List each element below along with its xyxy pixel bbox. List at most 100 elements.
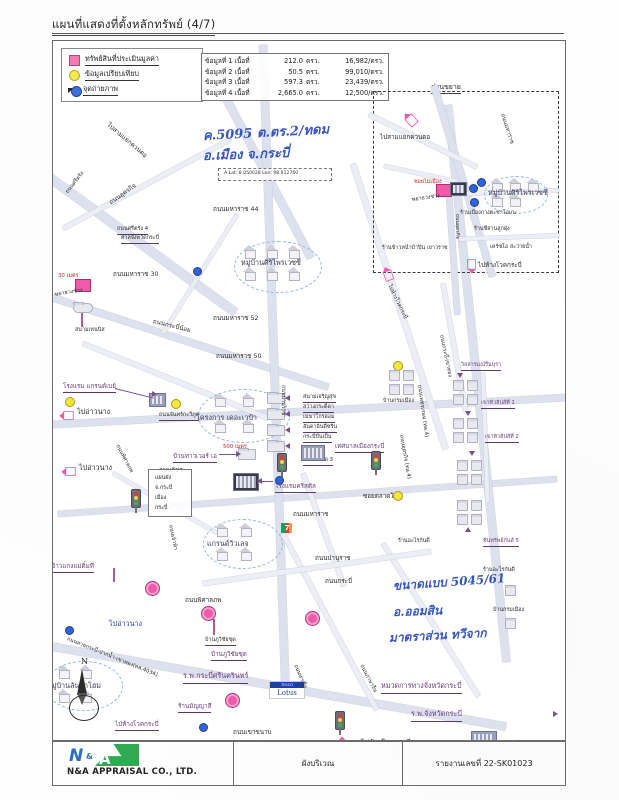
logo-ampersand: & (86, 752, 93, 761)
legend-label: ทรัพย์สินที่ประเมินมูลค่า (85, 54, 159, 66)
comparable-marker-3 (171, 399, 181, 409)
map-label-place: ฮันดาอินดีซริน (303, 423, 338, 433)
lotus-store-icon: TESCO Lotus (269, 681, 305, 699)
row-unit: ตรว. (306, 67, 320, 76)
house-icon (265, 245, 278, 259)
building-icon (301, 445, 325, 461)
house-icon (490, 178, 503, 192)
map-label-destination: ไปสามแยกควนตอ (380, 134, 431, 141)
house-icon (215, 523, 228, 537)
shop-icon (471, 473, 483, 485)
legend-label: จุดถ่ายภาพ (83, 84, 118, 96)
map-label-place: เคร์ซโอ สะว่ายน้ำ (490, 244, 532, 250)
legend: ทรัพย์สินที่ประเมินมูลค่า ข้อมูลเปรียบเท… (61, 48, 203, 102)
shop-icon (457, 473, 469, 485)
map-label-place: บ้านกรมเมือง (383, 398, 415, 404)
house-icon (508, 193, 521, 207)
row-area: 212.0 (284, 57, 303, 65)
road-segment (446, 194, 461, 315)
map-label-destination: ไปห้างโวคกระบี่ (386, 283, 409, 320)
comparable-marker-2 (393, 491, 403, 501)
map-label-place: โรงแรมคริสตัล (275, 481, 316, 493)
map-label-place: สว่างกระดีลา (303, 403, 334, 413)
map-label-road: ถนนปานุราช (315, 555, 351, 562)
map-label-place: บ้านกรมเมือง (493, 607, 525, 613)
map-label-road: ถนนมหาราช 44 (213, 206, 259, 213)
shop-icon (267, 391, 285, 404)
map-label-place: ร้านเบื่องกางตะชาโอเกะ (460, 210, 517, 216)
house-icon (490, 193, 503, 207)
shop-icon (467, 431, 479, 443)
house-icon (57, 689, 70, 703)
house-icon (287, 267, 300, 281)
traffic-light-icon (371, 451, 381, 475)
measurement-label: 30 เมตร (58, 273, 79, 279)
house-icon (213, 393, 226, 407)
company-name: N&A APPRAISAL CO., LTD. (67, 767, 198, 777)
traffic-light-icon (131, 489, 141, 513)
map-label-place: โครงการ เดอะเวป้า (196, 413, 257, 422)
handwritten-note-4: อ.ออมสิน (392, 603, 443, 619)
traffic-light-icon (335, 711, 345, 735)
handwritten-note-3: ขนาดแบบ 5045/61 (392, 571, 506, 593)
footer-table: N & A N&A APPRAISAL CO., LTD. ผังบริเวณ … (52, 740, 566, 786)
map-label-place: เขาทิวลิปส์ที่ 2 (485, 433, 519, 443)
compass-needle-icon (77, 669, 87, 695)
shop-icon (471, 513, 483, 525)
map-label-place: ร.พ.กระบี่ศรีนครินทร์ (183, 671, 249, 684)
map-label-place: เมฆาโกรฮอม (303, 413, 335, 423)
row-unit: ตรว. (306, 57, 320, 65)
shop-icon (453, 393, 465, 405)
house-icon (265, 267, 278, 281)
shop-icon (453, 417, 465, 429)
photo-point-marker (470, 198, 479, 207)
shop-icon (467, 379, 479, 391)
subject-property-marker (75, 279, 91, 292)
map-note-box: แผนผัง จ.กระบี่ เมือง กระบี่ (148, 469, 192, 517)
report-number: รายงานเลขที่ 22-SK01023 (435, 758, 533, 768)
house-icon (215, 547, 228, 561)
map-label-destination: ไปสามแยกควนตอ (105, 121, 149, 160)
company-logo: N & A (69, 744, 153, 768)
map-label-place: พยาธวงช่าง (54, 287, 84, 298)
photo-point-marker (193, 267, 202, 276)
building-icon (233, 473, 259, 491)
pink-square-icon (69, 54, 80, 66)
map-label-road: ถนนอุตรกิจ (ทล.4) (398, 434, 412, 480)
subject-property-marker (201, 606, 216, 621)
map-label-road: ถนนกระบี่ (325, 578, 352, 585)
measurement-label: 500 เมตร (223, 444, 247, 450)
legend-item-photo-point: จุดถ่ายภาพ (68, 84, 118, 97)
map-label-road: ถนนจันทร์กะวีภูล (159, 411, 199, 421)
shop-icon (457, 499, 469, 511)
house-icon (243, 245, 256, 259)
shop-icon (457, 459, 469, 471)
map-label-road: ถนนมหาราช (293, 511, 329, 518)
map-label-place: วิลล่ารมณ์รื่นบุรา (461, 361, 502, 371)
map-label-place: เขาทิวลิปส์ที่ 1 (481, 399, 515, 409)
handwritten-note-2: อ.เมือง จ.กระบี่ (202, 145, 290, 164)
legend-item-subject: ทรัพย์สินที่ประเมินมูลค่า (69, 54, 159, 66)
row-area: 597.3 (284, 78, 303, 86)
road-segment (458, 233, 560, 241)
subject-property-marker (305, 611, 320, 626)
compass-rose: N (63, 657, 107, 721)
subject-property-marker (145, 581, 160, 596)
compass-ring-icon (69, 695, 99, 721)
footer-center-cell: ผังบริเวณ (234, 741, 403, 785)
tennis-court-icon (73, 301, 93, 313)
map-label-place: ร้านอะไรกันดี (483, 567, 515, 573)
map-label-road: ถนนพิศาลภพ (114, 443, 135, 474)
photo-point-marker (275, 476, 284, 485)
map-label-place: พยาธวงช่าง (411, 193, 441, 203)
cluster-outline (234, 241, 322, 293)
table-row: ข้อมูลที่ 1 เนื้อที่ 212.0 ตรว. 16,982/ต… (205, 56, 385, 67)
map-label-place: หมู่บ้านศิริไพรเวซซี่ (241, 258, 301, 267)
map-label-road: ถนนมหาราช 50 (216, 353, 262, 360)
table-row: ข้อมูลที่ 4 เนื้อที่ 2,665.0 ตรว. 12,500… (205, 88, 385, 99)
map-label-place: ชินทรัพย์กันส์ 5 (483, 537, 519, 547)
table-row: ข้อมูลที่ 2 เนื้อที่ 50.5 ตรว. 99,010/ตร… (205, 67, 385, 78)
map-label-place: ร้านอะไรกันดี (398, 538, 430, 544)
lotus-top-label: TESCO (270, 682, 304, 688)
